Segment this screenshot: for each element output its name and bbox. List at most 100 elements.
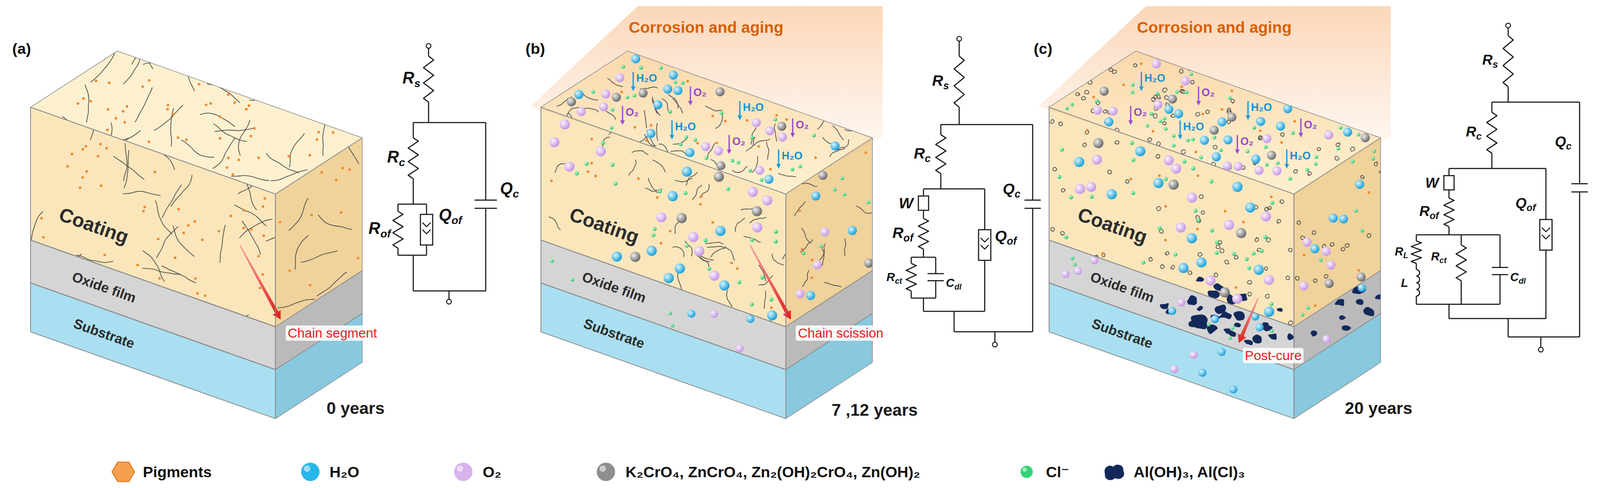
coating-contents-part (574, 171, 579, 176)
coating-contents-part (706, 266, 711, 271)
coating-contents-part (549, 136, 560, 148)
coating-contents-part (1155, 91, 1160, 96)
block-edges-part (540, 282, 786, 419)
species-label: H₂O (742, 100, 764, 114)
coating-contents-part (1230, 89, 1234, 92)
label-holder: (b) (525, 40, 546, 58)
block-edges-part (30, 239, 276, 370)
coating-contents-part (27, 211, 44, 247)
coating-contents-part (785, 117, 789, 121)
equivalent-circuit-part (422, 222, 431, 234)
circuit-element-label-part: R (1430, 249, 1440, 263)
layer-label-holder: Coating (566, 202, 642, 249)
coating-contents-part (1334, 298, 1345, 306)
coating-contents-part (1145, 123, 1150, 128)
block-edges-part (30, 107, 276, 327)
arrows-part (1300, 118, 1302, 134)
legend-swatch-part (453, 462, 473, 481)
circuit-element-label-part: dl (954, 282, 962, 292)
coating-contents-part (1324, 130, 1334, 140)
coating-contents-part (1266, 237, 1271, 242)
coating-contents-part (187, 223, 190, 227)
coating-contents-part (1188, 270, 1193, 275)
equivalent-circuit-part (1024, 199, 1041, 201)
equivalent-circuit-part (1578, 101, 1581, 184)
coating-contents-part (1270, 200, 1275, 205)
coating-contents-part (709, 270, 720, 281)
coating-contents-part (767, 309, 778, 321)
coating-contents-part (716, 161, 726, 171)
circuit-element-label: W (898, 194, 914, 212)
coating-contents-part (1379, 170, 1384, 174)
coating-contents-part (1230, 325, 1235, 330)
oxide-film-layer: Oxide film (540, 239, 786, 370)
callout-label: Chain scission (795, 325, 886, 341)
equivalent-circuit-part (1503, 35, 1514, 88)
coating-contents-part (200, 238, 204, 241)
coating-contents-part (1148, 257, 1153, 261)
coating-contents-part (1073, 156, 1085, 167)
coating-contents-part (300, 250, 338, 263)
coating-contents-part (231, 175, 270, 181)
label-holder: O₂ (1240, 135, 1254, 148)
coating-contents-part (249, 227, 253, 231)
arrows-part (1238, 297, 1260, 343)
equivalent-circuit-part (1448, 317, 1546, 319)
equivalent-circuit-part (940, 124, 942, 135)
coating-contents-part (316, 271, 347, 297)
coating-contents-part (699, 202, 702, 206)
label-holder: Chain scission (795, 325, 886, 341)
coating-contents-part (1233, 322, 1241, 327)
substrate-layer: Substrate (540, 282, 786, 419)
coating-contents-part (549, 179, 553, 183)
coating-contents-part (1099, 86, 1109, 96)
coating-contents-part (1147, 137, 1152, 142)
label-holder: Qc (1002, 179, 1021, 200)
arrows-part (1198, 86, 1200, 102)
circuit-element-label-part: of (1007, 234, 1017, 247)
coating-contents-part (630, 251, 641, 262)
coating-contents-part (1243, 339, 1253, 345)
coating-contents-part (1232, 181, 1243, 192)
coating-contents-part (832, 125, 844, 140)
circuit-element-label-part: C (1510, 269, 1519, 284)
coating-contents-part (1153, 100, 1163, 109)
coating-contents-part (142, 209, 145, 213)
coating-layer: Coating (540, 107, 786, 327)
circuit-element-label: Rct (886, 269, 903, 286)
process-label: Corrosion and aging (1137, 18, 1292, 37)
coating-contents-part (193, 219, 197, 223)
coating-contents-part (1251, 154, 1260, 164)
coating-contents-part (247, 104, 251, 107)
coating-contents-part (93, 122, 113, 154)
coating-contents-part (699, 183, 710, 198)
coating-contents-part (1214, 250, 1219, 255)
coating-contents-part (686, 79, 689, 83)
coating-contents-part (1326, 260, 1336, 270)
block-edges-part (540, 51, 873, 194)
coating-contents-part (710, 247, 726, 258)
coating-contents-part (673, 85, 683, 95)
coating-contents-part (1212, 135, 1217, 140)
coating-contents-part (1130, 82, 1135, 87)
coating-contents-part (726, 290, 733, 307)
equivalent-circuit-part (978, 229, 991, 261)
coating-contents-part (1164, 104, 1173, 114)
coating-contents-part (1302, 253, 1306, 257)
coating-contents-part (242, 220, 261, 255)
label-holder: RL (1395, 244, 1409, 261)
equivalent-circuit-part (923, 209, 925, 218)
label-holder: Rct (1430, 249, 1447, 266)
coating-contents (0, 35, 1384, 394)
coating-contents-part (1214, 304, 1226, 314)
time-label: 7 ,12 years (831, 400, 918, 420)
coating-contents-part (1151, 59, 1161, 69)
coating-contents-part (320, 170, 323, 174)
arrows-part (621, 105, 624, 122)
coating-contents-part (736, 160, 741, 165)
circuit-element-label-part: Q (500, 178, 513, 198)
coating-contents-part (244, 107, 248, 111)
coating-contents-part (810, 191, 820, 201)
coating-contents-part (1177, 297, 1186, 306)
coating-contents-part (277, 299, 315, 308)
